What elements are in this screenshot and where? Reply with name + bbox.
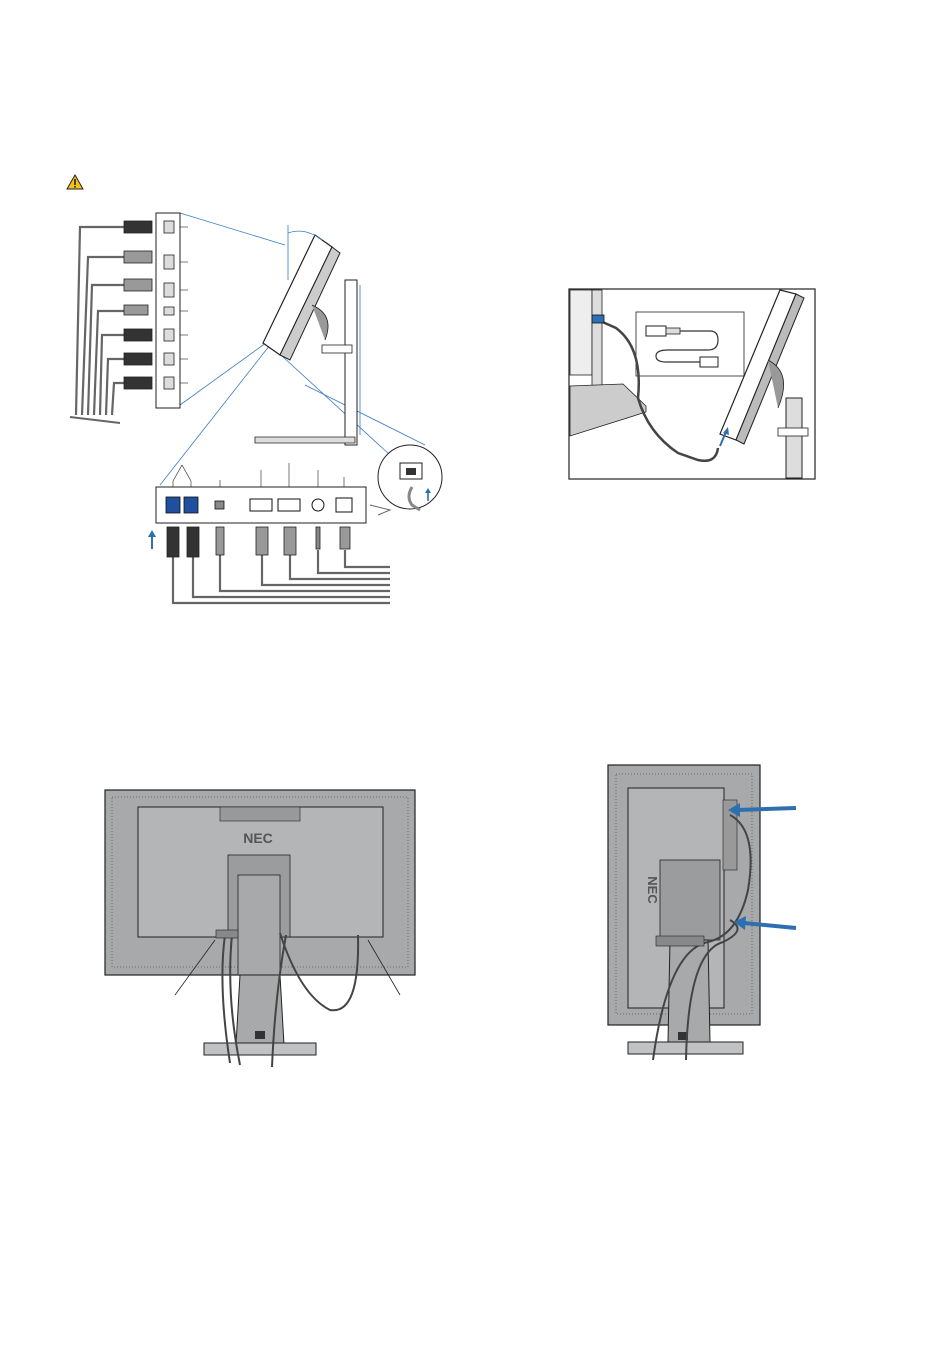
monitor-side-view <box>255 225 360 445</box>
displayport-cable-icon <box>256 527 268 555</box>
usb-connection <box>568 288 816 480</box>
hdmi-cable-icon <box>124 279 152 291</box>
bottom-panel <box>156 487 366 523</box>
hdmi-cable-icon <box>124 251 152 263</box>
landscape-cable-management: NEC <box>100 785 420 1075</box>
warning-triangle-icon <box>66 174 84 190</box>
portrait-cable-management: NEC <box>598 760 798 1070</box>
brand-logo: NEC <box>645 876 660 904</box>
usb-cable-icon <box>167 527 179 557</box>
lan-plug-icon <box>340 527 350 549</box>
usb-cable-icon <box>124 377 152 389</box>
usb-cable-icon <box>124 329 152 341</box>
usb-cable-icon <box>124 305 148 315</box>
audio-plug-icon <box>316 527 320 549</box>
usb-cable-icon <box>216 527 224 555</box>
power-cord-icon <box>370 445 442 515</box>
arrow-icon <box>148 530 156 549</box>
brand-logo: NEC <box>243 830 273 846</box>
side-panel <box>156 213 188 408</box>
usb-cable-icon <box>124 353 152 365</box>
usb-cable-icon <box>187 527 199 557</box>
displayport-cable-icon <box>284 527 296 555</box>
usb-cable-icon <box>124 221 152 233</box>
connector-diagram <box>60 205 460 615</box>
